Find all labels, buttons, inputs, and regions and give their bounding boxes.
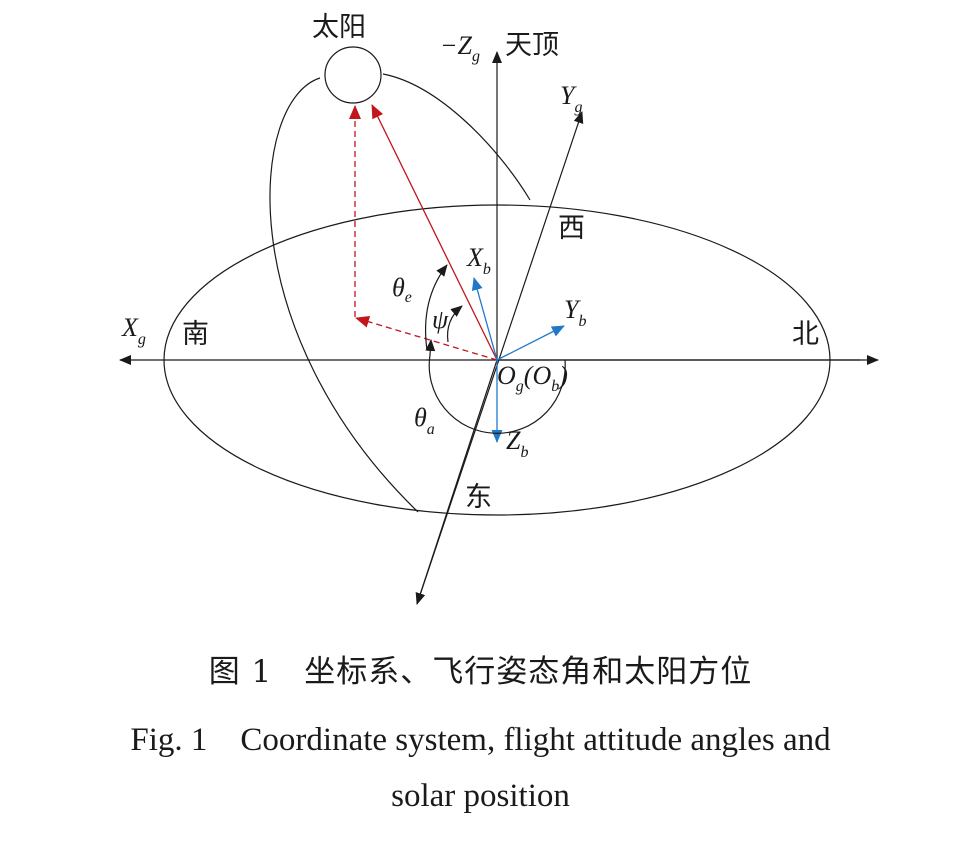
yb-axis <box>496 325 565 361</box>
caption-chinese: 图 1 坐标系、飞行姿态角和太阳方位 <box>208 654 753 690</box>
theta-e-label: θe <box>392 273 412 306</box>
sun-circle <box>324 46 382 104</box>
theta-a-arc <box>425 339 566 434</box>
east-label: 东 <box>465 482 492 513</box>
sun-label: 太阳 <box>312 12 366 43</box>
sun-horizontal-projection <box>355 315 498 361</box>
caption-english-line2: solar position <box>391 778 570 814</box>
zenith-label: 天顶 <box>505 30 559 61</box>
south-label: 南 <box>182 319 209 350</box>
yg-label: Yg <box>560 81 582 116</box>
origin-label: Og(Ob) <box>497 361 568 395</box>
yb-label: Yb <box>564 295 586 330</box>
xb-axis <box>471 277 498 361</box>
east-axis-arrow <box>415 359 498 605</box>
zb-label: Zb <box>506 426 528 461</box>
psi-arc <box>446 305 463 343</box>
theta-a-label: θa <box>414 403 435 438</box>
neg-zg-label: −Zg <box>440 31 480 65</box>
west-label: 西 <box>558 213 585 244</box>
sun-path-arc <box>269 73 531 513</box>
north-label: 北 <box>792 319 819 350</box>
xg-label: Xg <box>121 313 146 348</box>
coordinate-diagram: 太阳 天顶 −Zg Yg Xg Xb Yb Zb Og(Ob) θe θa ψ … <box>119 12 879 605</box>
xb-label: Xb <box>466 243 491 278</box>
sun-vector <box>371 104 498 361</box>
caption-english-line1: Fig. 1 Coordinate system, flight attitud… <box>130 722 831 758</box>
psi-label: ψ <box>432 305 449 334</box>
